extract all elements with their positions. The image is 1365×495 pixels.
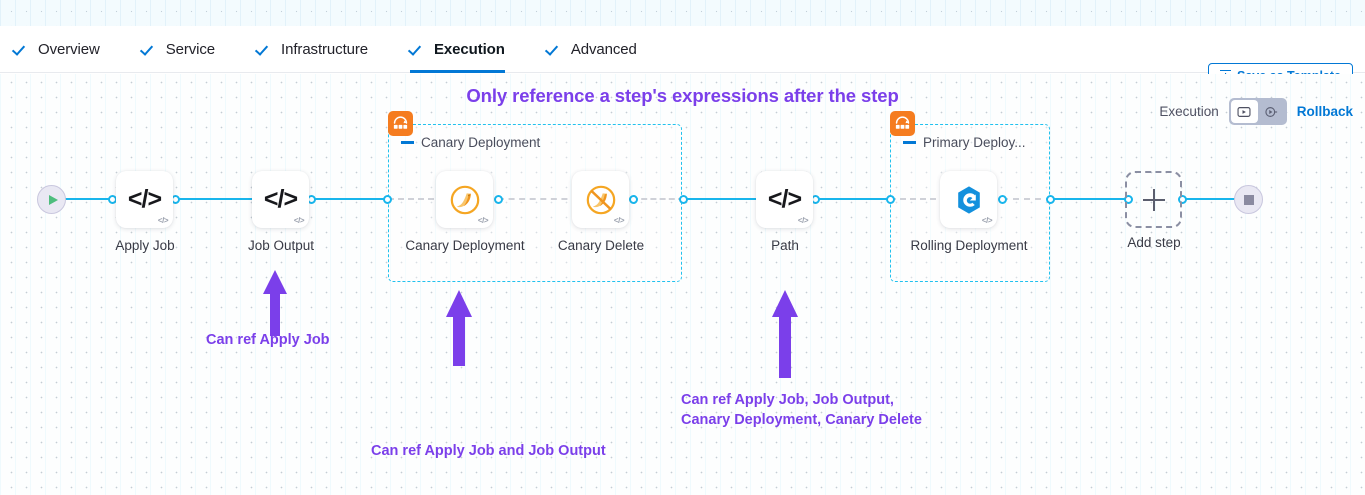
pipeline-tab-bar: Overview Service Infrastructure Executio…	[0, 26, 1365, 88]
port[interactable]	[494, 195, 503, 204]
step-node-canary-deployment[interactable]: </>	[436, 171, 493, 228]
connector-rolling-deployment-to-group-out	[1002, 198, 1052, 200]
tab-label: Advanced	[570, 41, 637, 58]
tab-infrastructure[interactable]: Infrastructure	[257, 26, 388, 73]
connector-canary-deployment-to-canary-delete	[498, 198, 578, 200]
step-label-path: Path	[771, 238, 799, 253]
step-label-canary-deployment: Canary Deployment	[405, 238, 525, 253]
code-icon: </>	[263, 185, 298, 213]
play-icon	[48, 194, 58, 205]
step-label-apply-job: Apply Job	[115, 238, 175, 253]
connector-group-in-to-canary-deployment	[388, 198, 444, 200]
execution-play-box-icon	[1237, 106, 1251, 117]
tab-service[interactable]: Service	[142, 26, 235, 73]
mode-toggle[interactable]	[1228, 98, 1287, 125]
connector-job-output-to-group	[311, 198, 391, 201]
connector-apply-job-to-job-output	[175, 198, 257, 201]
tab-list: Overview Service Infrastructure Executio…	[14, 26, 679, 73]
code-type-badge-icon: </>	[797, 216, 809, 225]
check-icon	[257, 42, 272, 57]
tab-label: Infrastructure	[281, 41, 369, 58]
group-canary-deployment[interactable]: Canary Deployment	[388, 111, 682, 282]
pipeline-end-node[interactable]	[1234, 185, 1263, 214]
connector-primary-group-to-add-step	[1050, 198, 1128, 201]
canary-bird-icon	[450, 185, 479, 214]
annotation-note-path: Can ref Apply Job, Job Output, Canary De…	[681, 392, 922, 428]
execution-rollback-switch: Execution Rollback	[1159, 98, 1353, 125]
code-type-badge-icon: </>	[293, 216, 305, 225]
port[interactable]	[629, 195, 638, 204]
step-group-icon	[388, 111, 413, 136]
plus-icon	[1142, 188, 1165, 211]
stop-icon	[1243, 194, 1254, 205]
canvas-top-strip	[0, 0, 1365, 26]
toggle-execution-option[interactable]	[1230, 100, 1258, 123]
code-icon: </>	[127, 185, 162, 213]
step-group-glyph-icon	[393, 116, 408, 129]
add-step-button[interactable]	[1125, 171, 1182, 228]
toggle-rollback-option[interactable]	[1258, 100, 1285, 123]
port[interactable]	[679, 195, 688, 204]
annotation-arrow-job-output	[263, 270, 287, 336]
check-icon	[547, 42, 562, 57]
page-title: Only reference a step's expressions afte…	[466, 85, 899, 106]
check-icon	[142, 42, 157, 57]
code-type-badge-icon: </>	[157, 216, 169, 225]
annotation-note-canary-deployment: Can ref Apply Job and Job Output	[371, 443, 606, 459]
annotation-arrow-canary-deployment	[446, 290, 472, 366]
check-icon	[14, 42, 29, 57]
port[interactable]	[1046, 195, 1055, 204]
connector-path-to-primary-group	[815, 198, 895, 201]
add-step-label: Add step	[1127, 235, 1181, 250]
group-label: Primary Deploy...	[923, 135, 1026, 150]
canary-bird-delete-icon	[586, 185, 615, 214]
collapse-icon[interactable]	[903, 141, 916, 144]
tab-label: Service	[165, 41, 216, 58]
port[interactable]	[886, 195, 895, 204]
annotation-arrow-path	[772, 290, 798, 378]
connector-start-to-apply-job	[62, 198, 118, 201]
tab-label: Overview	[38, 41, 100, 58]
pipeline-graph: Canary Deployment Primary Deploy...	[0, 74, 1365, 495]
step-group-icon	[890, 111, 915, 136]
step-node-apply-job[interactable]: </> </>	[116, 171, 173, 228]
execution-mode-label[interactable]: Execution	[1159, 104, 1219, 119]
connector-group-in-to-rolling-deployment	[890, 198, 946, 200]
pipeline-canvas[interactable]: Only reference a step's expressions afte…	[0, 74, 1365, 495]
check-icon	[410, 42, 425, 57]
connector-add-step-to-end	[1182, 198, 1252, 201]
step-label-canary-delete: Canary Delete	[557, 238, 645, 253]
port[interactable]	[998, 195, 1007, 204]
tab-label: Execution	[434, 41, 505, 58]
step-node-path[interactable]: </> </>	[756, 171, 813, 228]
connector-canary-delete-to-group-out	[632, 198, 684, 200]
rollback-circle-arrow-icon	[1265, 106, 1278, 117]
group-label: Canary Deployment	[421, 135, 541, 150]
group-title-canary-deployment[interactable]: Canary Deployment	[401, 135, 540, 150]
step-node-job-output[interactable]: </> </>	[252, 171, 309, 228]
rolling-deployment-icon	[957, 185, 980, 214]
step-label-rolling-deployment: Rolling Deployment	[910, 238, 1028, 253]
tab-advanced[interactable]: Advanced	[547, 26, 657, 73]
port[interactable]	[383, 195, 392, 204]
collapse-icon[interactable]	[401, 141, 414, 144]
code-type-badge-icon: </>	[477, 216, 489, 225]
tab-execution[interactable]: Execution	[410, 26, 525, 73]
step-label-job-output: Job Output	[247, 238, 315, 253]
pipeline-start-node[interactable]	[37, 185, 66, 214]
step-node-canary-delete[interactable]: </>	[572, 171, 629, 228]
step-node-rolling-deployment[interactable]: </>	[940, 171, 997, 228]
code-icon: </>	[767, 185, 802, 213]
connector-group-to-path	[682, 198, 762, 201]
step-group-glyph-icon	[895, 116, 910, 129]
group-title-primary-deployment[interactable]: Primary Deploy...	[903, 135, 1026, 150]
tab-overview[interactable]: Overview	[14, 26, 120, 73]
code-type-badge-icon: </>	[613, 216, 625, 225]
port[interactable]	[1178, 195, 1187, 204]
code-type-badge-icon: </>	[981, 216, 993, 225]
rollback-mode-label[interactable]: Rollback	[1296, 104, 1353, 119]
annotation-note-job-output: Can ref Apply Job	[206, 332, 330, 348]
